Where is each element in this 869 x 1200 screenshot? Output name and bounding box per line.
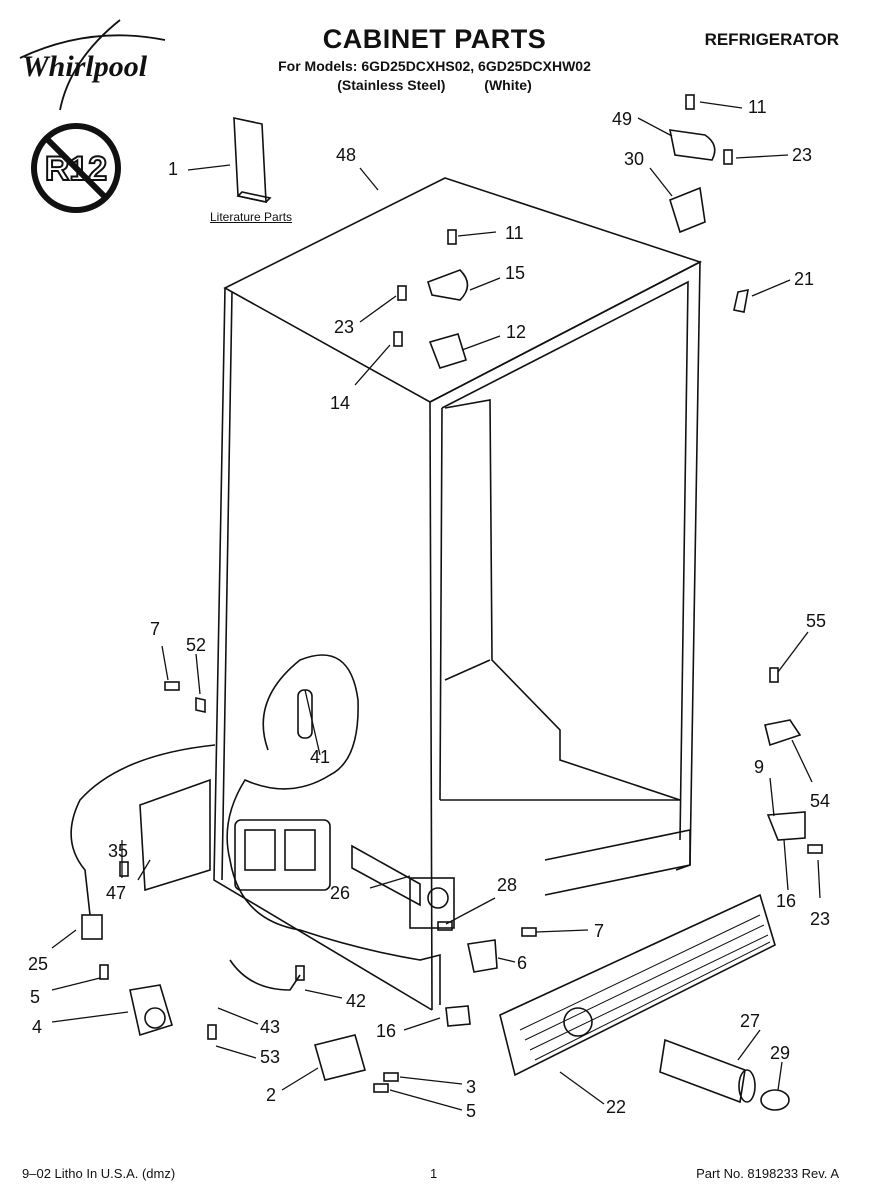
filter-cap — [760, 1089, 790, 1111]
power-cord — [70, 744, 216, 916]
callout-28: 28 — [497, 875, 518, 895]
cabinet-front-frame — [429, 401, 433, 1011]
callout-12: 12 — [506, 322, 527, 342]
center-hinge-cover — [427, 269, 469, 301]
clip-6 — [467, 939, 498, 973]
compressor-assembly — [234, 819, 331, 891]
cabinet-left-side — [213, 287, 433, 1011]
callout-21: 21 — [794, 269, 815, 289]
no-r12-icon: R12 — [31, 123, 121, 213]
callout-35: 35 — [108, 841, 129, 861]
callout-54: 54 — [810, 791, 831, 811]
callout-2: 2 — [266, 1085, 277, 1105]
model-numbers: For Models: 6GD25DCXHS02, 6GD25DCXHW02 — [278, 58, 591, 74]
bracket-16-lower — [445, 1005, 471, 1027]
callout-11: 11 — [505, 223, 524, 243]
callout-16: 16 — [776, 891, 797, 911]
clip-52 — [195, 697, 206, 713]
center-hinge-bracket — [428, 333, 467, 369]
leader-lines — [51, 101, 821, 1111]
callout-7: 7 — [150, 619, 161, 639]
callout-55: 55 — [806, 611, 827, 631]
callout-6: 6 — [517, 953, 528, 973]
screw-parts — [99, 94, 823, 1093]
callout-23: 23 — [334, 317, 355, 337]
callout-52: 52 — [186, 635, 207, 655]
callout-43: 43 — [260, 1017, 281, 1037]
callout-26: 26 — [330, 883, 351, 903]
callout-49: 49 — [612, 109, 633, 129]
callout-23: 23 — [810, 909, 831, 929]
page-title: CABINET PARTS — [322, 24, 547, 54]
base-grille — [499, 893, 776, 1077]
logo-swirl-icon — [19, 19, 166, 111]
callout-11: 11 — [748, 97, 767, 117]
callout-41: 41 — [310, 747, 331, 767]
shim-bracket-54 — [764, 719, 802, 747]
callout-53: 53 — [260, 1047, 281, 1067]
part-number: Part No. 8198233 Rev. A — [696, 1166, 839, 1181]
callout-48: 48 — [336, 145, 357, 165]
water-filter — [659, 1038, 746, 1104]
callout-3: 3 — [466, 1077, 477, 1097]
literature-booklet-icon — [233, 116, 267, 204]
callout-27: 27 — [740, 1011, 761, 1031]
page-number: 1 — [430, 1166, 438, 1181]
callout-5: 5 — [466, 1101, 477, 1121]
callout-7: 7 — [594, 921, 605, 941]
callout-47: 47 — [106, 883, 127, 903]
callout-29: 29 — [770, 1043, 791, 1063]
callout-5: 5 — [30, 987, 41, 1007]
model-variants: (Stainless Steel) (White) — [337, 77, 532, 93]
electrical-control-box — [139, 778, 211, 892]
callout-9: 9 — [754, 757, 765, 777]
cabinet-top — [223, 177, 703, 403]
leveling-bracket-9 — [766, 811, 806, 841]
appliance-category: REFRIGERATOR — [704, 30, 839, 49]
front-roller-assembly — [129, 984, 173, 1037]
callout-14: 14 — [330, 393, 351, 413]
upper-hinge-bracket — [669, 186, 706, 234]
literature-parts-label: Literature Parts — [210, 210, 293, 224]
callout-42: 42 — [346, 991, 367, 1011]
callout-22: 22 — [606, 1097, 627, 1117]
callout-4: 4 — [32, 1017, 43, 1037]
cabinet-cutaway — [226, 654, 441, 1005]
drain-tube-42 — [229, 959, 301, 991]
condenser-fan-duct — [351, 844, 421, 907]
rear-leveler — [314, 1034, 366, 1081]
litho-info: 9–02 Litho In U.S.A. (dmz) — [22, 1166, 176, 1181]
callout-23: 23 — [792, 145, 813, 165]
callout-30: 30 — [624, 149, 645, 169]
callout-15: 15 — [505, 263, 526, 283]
upper-hinge-cover — [668, 129, 716, 161]
clip-21 — [733, 288, 749, 313]
inner-liner — [444, 399, 681, 801]
callout-1: 1 — [168, 159, 179, 179]
callout-25: 25 — [28, 954, 49, 974]
callout-16: 16 — [376, 1021, 397, 1041]
